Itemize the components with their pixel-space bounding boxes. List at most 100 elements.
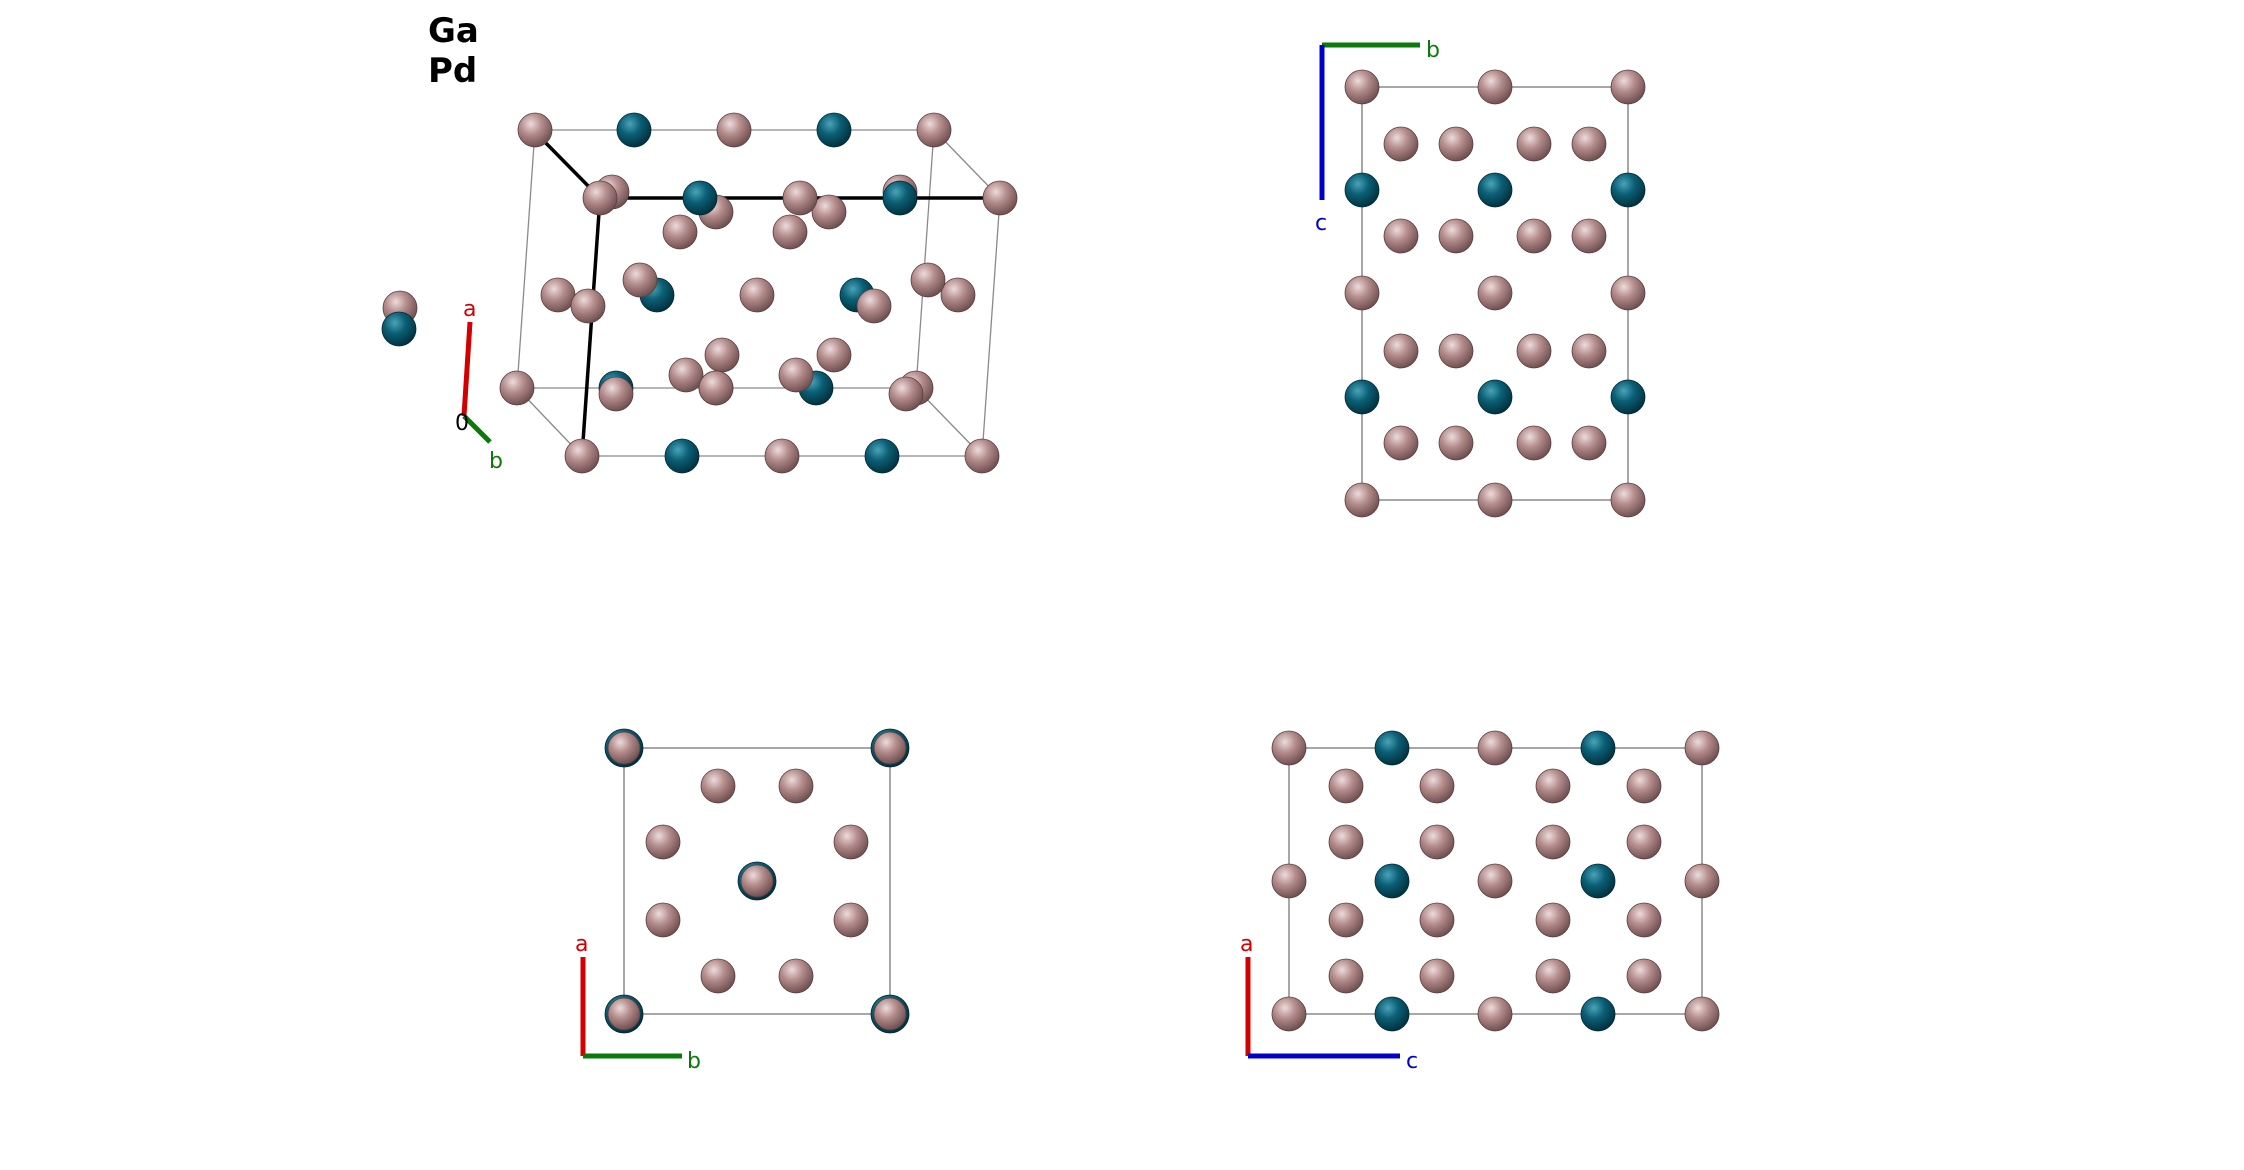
atoms xyxy=(604,728,910,1034)
ga-atom xyxy=(1344,69,1380,105)
axis-triad: a c xyxy=(1240,932,1418,1074)
ga-atom xyxy=(1610,275,1646,311)
axis-b-label: b xyxy=(1426,38,1440,63)
ga-atom xyxy=(1438,425,1474,461)
ga-atom xyxy=(1571,218,1607,254)
pd-atom xyxy=(882,180,918,216)
ga-atom xyxy=(1516,333,1552,369)
ga-atom xyxy=(1626,768,1662,804)
ga-atom xyxy=(1271,996,1307,1032)
ga-atom xyxy=(700,768,736,804)
ga-atom xyxy=(540,277,576,313)
ga-atom xyxy=(698,370,734,406)
pd-atom xyxy=(864,438,900,474)
ga-atom xyxy=(1419,902,1455,938)
pd-atom xyxy=(1477,379,1513,415)
ga-atom xyxy=(1328,902,1364,938)
ga-atom xyxy=(1684,996,1720,1032)
view-along-a: b c xyxy=(1315,38,1646,518)
pd-atom xyxy=(616,112,652,148)
pd-atom xyxy=(381,311,417,347)
axis-a-label: a xyxy=(575,932,588,957)
ga-atom xyxy=(1571,126,1607,162)
axis-c-label: c xyxy=(1406,1049,1418,1074)
axis-c-label: c xyxy=(1315,211,1327,236)
ga-atom xyxy=(1328,824,1364,860)
ga-atom xyxy=(1571,425,1607,461)
ga-atom xyxy=(1271,863,1307,899)
pd-atom xyxy=(682,180,718,216)
ga-atom xyxy=(1383,126,1419,162)
ga-atom xyxy=(833,824,869,860)
atoms xyxy=(1271,730,1720,1032)
ga-atom xyxy=(1610,482,1646,518)
pd-atom xyxy=(1344,379,1380,415)
ga-atom xyxy=(1438,333,1474,369)
atoms xyxy=(381,112,1018,474)
pd-atom xyxy=(1580,730,1616,766)
ga-atom xyxy=(1344,275,1380,311)
cell-edge xyxy=(981,197,1001,457)
ga-atom xyxy=(1383,333,1419,369)
legend-ga: Ga xyxy=(428,11,479,51)
pd-atom xyxy=(1610,172,1646,208)
ga-atom xyxy=(1383,425,1419,461)
pd-atom xyxy=(1610,379,1646,415)
element-legend: Ga Pd xyxy=(428,11,479,91)
axis-a-label: a xyxy=(463,297,476,322)
ga-atom xyxy=(1419,824,1455,860)
ga-atom xyxy=(739,277,775,313)
ga-atom xyxy=(582,180,618,216)
ga-atom xyxy=(564,438,600,474)
pd-atom xyxy=(1477,172,1513,208)
ga-atom xyxy=(1477,730,1513,766)
ga-atom xyxy=(778,768,814,804)
pd-atom xyxy=(1344,172,1380,208)
axis-triad: a b xyxy=(575,932,701,1074)
axis-a-label: a xyxy=(1240,932,1253,957)
ga-atom xyxy=(1626,958,1662,994)
axis-b-line xyxy=(462,414,492,444)
ga-atom xyxy=(916,112,952,148)
ga-atom xyxy=(873,731,907,765)
ga-atom xyxy=(778,357,814,393)
ga-atom xyxy=(598,376,634,412)
ga-atom xyxy=(1516,425,1552,461)
ga-atom xyxy=(1477,863,1513,899)
pd-atom xyxy=(1374,996,1410,1032)
ga-atom xyxy=(622,262,658,298)
ga-atom xyxy=(517,112,553,148)
ga-atom xyxy=(1571,333,1607,369)
ga-atom xyxy=(833,902,869,938)
ga-atom xyxy=(1477,996,1513,1032)
ga-atom xyxy=(607,997,641,1031)
ga-atom xyxy=(964,438,1000,474)
ga-atom xyxy=(873,997,907,1031)
ga-atom xyxy=(1477,69,1513,105)
ga-atom xyxy=(940,277,976,313)
ga-atom xyxy=(856,288,892,324)
ga-atom xyxy=(668,357,704,393)
ga-atom xyxy=(1626,824,1662,860)
ga-atom xyxy=(645,902,681,938)
axis-a-line xyxy=(461,321,473,417)
perspective-view: a b 0 xyxy=(381,112,1018,474)
axis-triad: a b 0 xyxy=(455,297,503,474)
view-along-c: a b xyxy=(575,728,910,1074)
view-along-b: a c xyxy=(1240,730,1720,1074)
ga-atom xyxy=(740,864,774,898)
ga-atom xyxy=(1535,824,1571,860)
ga-atom xyxy=(910,262,946,298)
axis-b-label: b xyxy=(489,449,503,474)
ga-atom xyxy=(570,288,606,324)
ga-atom xyxy=(499,370,535,406)
axis-origin-label: 0 xyxy=(455,411,469,436)
ga-atom xyxy=(1328,958,1364,994)
ga-atom xyxy=(704,337,740,373)
pd-atom xyxy=(1374,863,1410,899)
ga-atom xyxy=(1419,958,1455,994)
ga-atom xyxy=(982,180,1018,216)
ga-atom xyxy=(1383,218,1419,254)
pd-atom xyxy=(1580,863,1616,899)
pd-atom xyxy=(1580,996,1616,1032)
